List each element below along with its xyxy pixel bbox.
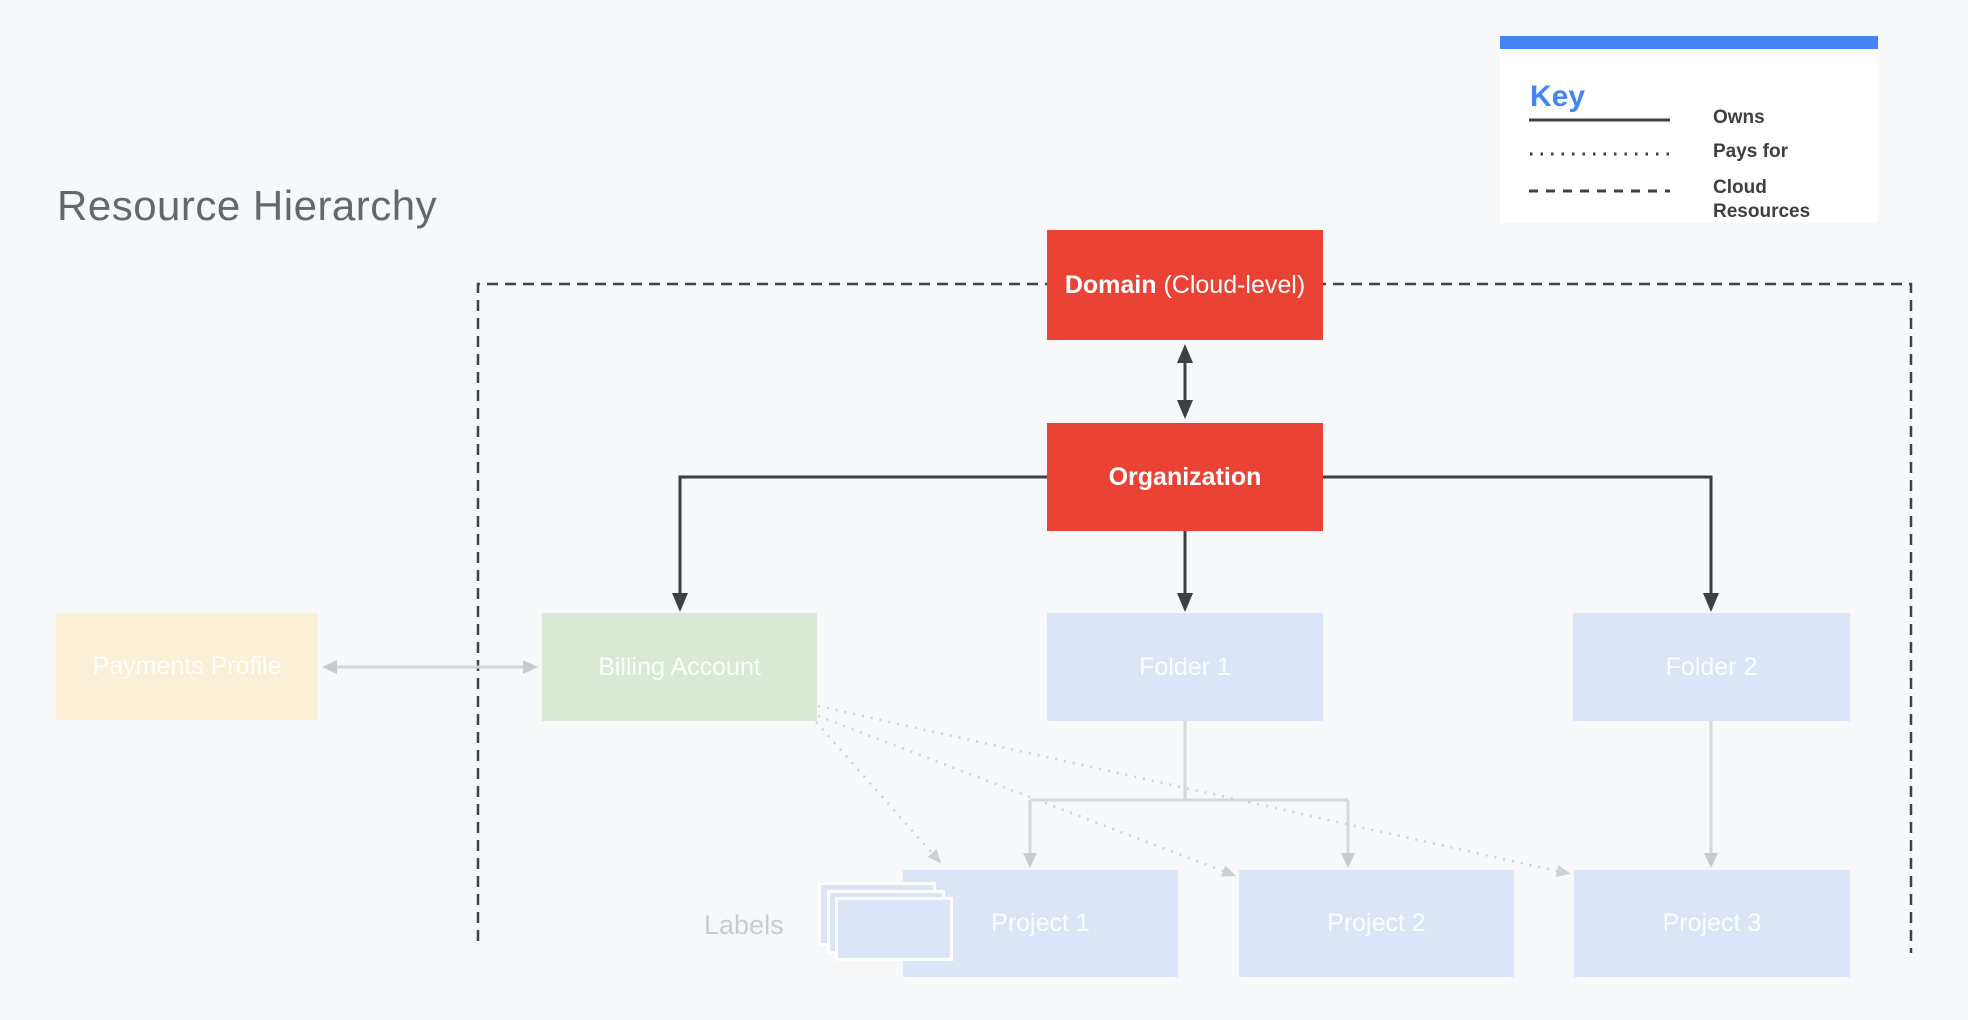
key-label-owns: Owns <box>1713 107 1765 128</box>
node-domain: Domain (Cloud-level) <box>1047 230 1323 340</box>
key-title: Key <box>1530 80 1586 113</box>
key-legend: Key Owns Pays for Cloud Resources <box>1500 36 1878 223</box>
node-project-3: Project 3 <box>1574 870 1850 977</box>
node-billing-account: Billing Account <box>542 613 817 721</box>
node-organization: Organization <box>1047 423 1323 531</box>
edge-organization-folder2 <box>1323 475 1719 612</box>
node-payments-profile-label: Payments Profile <box>92 652 282 680</box>
labels-caption: Labels <box>704 910 784 940</box>
key-dashed-line-sample <box>1529 188 1670 194</box>
node-project-3-label: Project 3 <box>1662 909 1762 937</box>
node-project-1-label: Project 1 <box>991 909 1090 937</box>
node-folder-1: Folder 1 <box>1047 613 1323 721</box>
key-label-pays-for: Pays for <box>1713 141 1788 162</box>
key-accent-bar <box>1500 36 1878 49</box>
node-domain-label: Domain (Cloud-level) <box>1064 270 1306 299</box>
key-solid-line-sample <box>1529 117 1670 123</box>
edge-folder1-projects <box>1023 721 1355 868</box>
node-folder-1-label: Folder 1 <box>1139 652 1231 681</box>
node-folder-2-label: Folder 2 <box>1665 652 1758 681</box>
labels-stack-icon <box>818 882 960 966</box>
label-card-front <box>835 897 953 961</box>
edges-billing-pays-for <box>815 704 1571 877</box>
node-project-2-label: Project 2 <box>1327 909 1426 937</box>
node-project-2: Project 2 <box>1239 870 1514 977</box>
node-payments-profile: Payments Profile <box>56 613 318 720</box>
edge-organization-billing <box>672 475 1047 612</box>
node-billing-account-label: Billing Account <box>598 652 761 681</box>
key-dotted-line-sample <box>1529 151 1670 157</box>
node-folder-2: Folder 2 <box>1573 613 1850 721</box>
node-organization-label: Organization <box>1108 462 1262 491</box>
key-label-cloud-resources: Cloud Resources <box>1713 177 1811 222</box>
page-title: Resource Hierarchy <box>57 182 438 229</box>
